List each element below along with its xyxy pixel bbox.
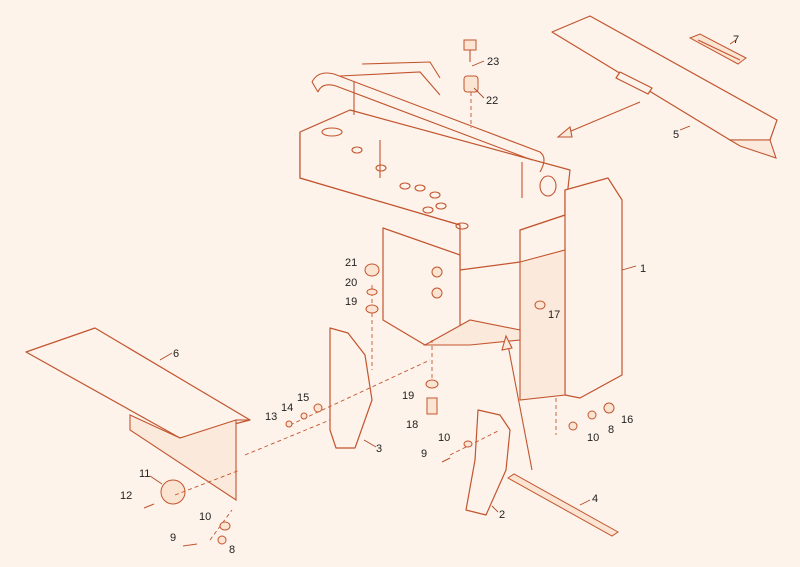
callout-19a: 19 <box>345 296 357 308</box>
part-2-right-bracket <box>465 409 511 516</box>
part-23-key <box>463 39 477 62</box>
callout-9b: 9 <box>170 532 176 544</box>
part-11-disc <box>160 479 186 505</box>
callout-10c: 10 <box>199 511 211 523</box>
assembly-arrow-bracket <box>501 334 533 471</box>
part-3-left-bracket <box>329 327 373 449</box>
part-7-grip-strip <box>688 33 747 65</box>
part-5-top-cover <box>551 15 778 159</box>
callout-6: 6 <box>173 348 179 360</box>
callout-8a: 8 <box>608 424 614 436</box>
callout-14: 14 <box>281 402 293 414</box>
part-4-bar <box>507 473 619 537</box>
callout-23: 23 <box>487 56 499 68</box>
callout-2: 2 <box>499 509 505 521</box>
callout-22: 22 <box>486 95 498 107</box>
callout-10b: 10 <box>587 432 599 444</box>
callout-5: 5 <box>673 129 679 141</box>
hardware-items <box>182 263 615 547</box>
callout-15: 15 <box>297 392 309 404</box>
callout-13: 13 <box>265 411 277 423</box>
callout-17: 17 <box>548 309 560 321</box>
part-6-side-panel <box>25 327 251 502</box>
callout-1: 1 <box>640 263 646 275</box>
callout-18: 18 <box>406 419 418 431</box>
part-1-handlebar <box>311 61 545 198</box>
callout-7: 7 <box>733 34 739 46</box>
callout-21: 21 <box>345 257 357 269</box>
callout-11: 11 <box>139 468 150 480</box>
leader-lines <box>149 39 737 513</box>
part-22-ignition-switch <box>463 75 479 128</box>
assembly-arrow-cover <box>556 101 641 138</box>
callout-3: 3 <box>376 443 382 455</box>
part-12-screw <box>143 503 155 509</box>
callout-9a: 9 <box>421 448 427 460</box>
callout-10a: 10 <box>438 432 450 444</box>
part-1-main-frame <box>299 109 623 401</box>
callout-16: 16 <box>621 414 633 426</box>
assembly-lines <box>174 285 557 541</box>
callout-labels: 1 2 3 4 5 6 7 8 8 9 9 10 10 10 11 12 13 … <box>120 34 739 556</box>
callout-19b: 19 <box>402 390 414 402</box>
callout-20: 20 <box>345 277 357 289</box>
callout-12: 12 <box>120 490 132 502</box>
callout-4: 4 <box>592 493 598 505</box>
callout-8b: 8 <box>229 544 235 556</box>
